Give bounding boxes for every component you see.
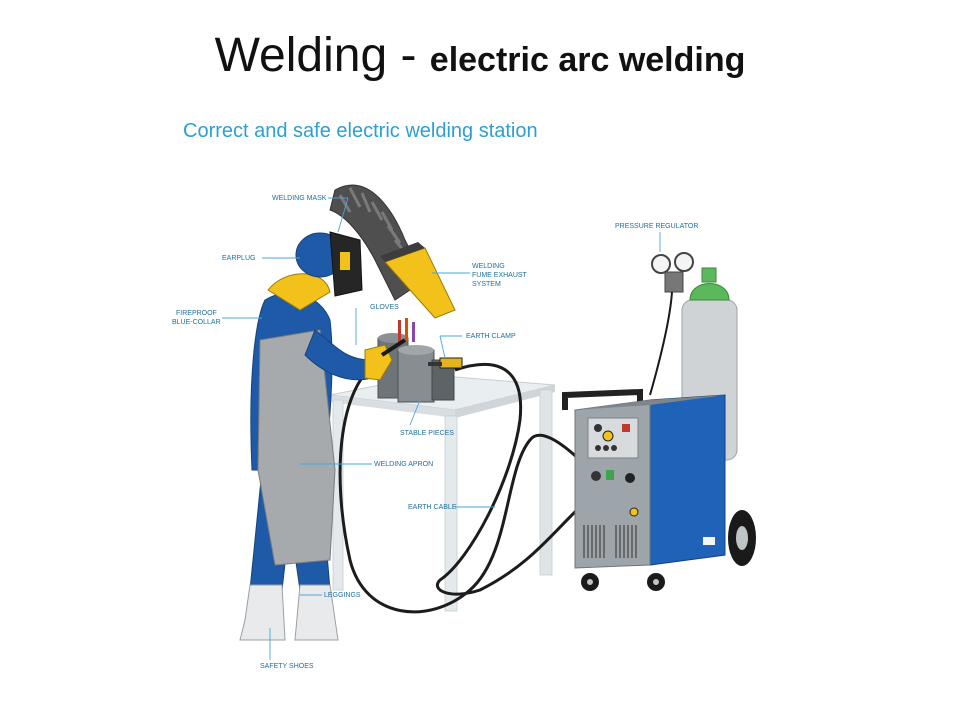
- label-stable-pieces: STABLE PIECES: [400, 430, 454, 437]
- diagram-subtitle: Correct and safe electric welding statio…: [183, 120, 538, 142]
- title-subtitle: electric arc welding: [429, 41, 746, 79]
- label-earplug: EARPLUG: [222, 255, 255, 262]
- label-earth-clamp: EARTH CLAMP: [466, 333, 516, 340]
- pressure-regulator: [649, 252, 694, 396]
- earth-clamp: [428, 357, 463, 369]
- label-fume-line3: SYSTEM: [472, 281, 501, 288]
- label-safety-shoes: SAFETY SHOES: [260, 663, 314, 670]
- label-fume-line2: FUME EXHAUST: [472, 272, 528, 279]
- diagram-labels: WELDING MASK EARPLUG FIREPROOF BLUE-COLL…: [172, 195, 698, 670]
- label-leader-lines: [222, 197, 661, 660]
- title-main: Welding: [214, 29, 388, 82]
- label-leggings: LEGGINGS: [324, 592, 361, 599]
- electrode-cable: [338, 358, 602, 614]
- label-welding-mask: WELDING MASK: [272, 195, 327, 202]
- title-separator: -: [387, 29, 430, 82]
- fume-exhaust-system: [329, 184, 456, 319]
- label-welding-apron: WELDING APRON: [374, 461, 433, 468]
- label-fireproof-line2: BLUE-COLLAR: [172, 319, 221, 326]
- label-gloves: GLOVES: [370, 304, 399, 311]
- label-fume-line1: WELDING: [472, 263, 505, 270]
- welder-figure: [239, 231, 407, 641]
- welding-machine: [562, 388, 756, 591]
- label-earth-cable: EARTH CABLE: [408, 504, 457, 511]
- label-pressure-regulator: PRESSURE REGULATOR: [615, 223, 698, 230]
- page-title: Welding - electric arc welding: [0, 28, 960, 83]
- label-fireproof-line1: FIREPROOF: [176, 310, 217, 317]
